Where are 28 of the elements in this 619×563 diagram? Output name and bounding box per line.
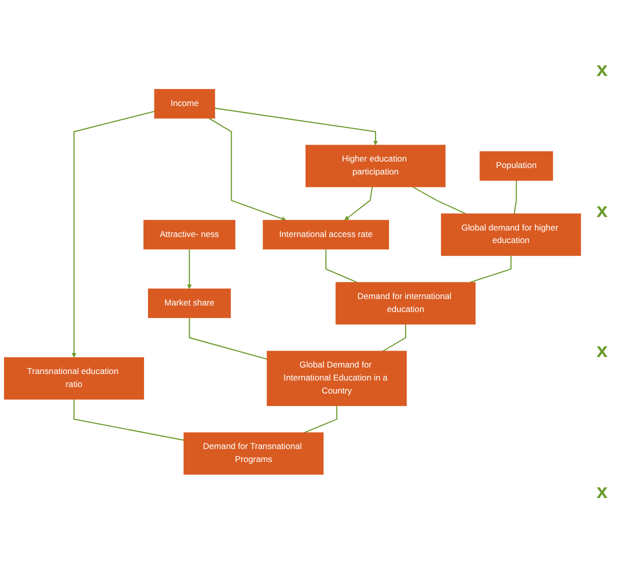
connector (304, 405, 338, 433)
node-box: International access rate (262, 220, 390, 250)
arrow (187, 248, 192, 289)
connector (74, 398, 184, 440)
arrow (72, 110, 155, 358)
arrow (208, 117, 286, 221)
node-box: Transnational education ratio (4, 356, 144, 400)
arrow (344, 186, 373, 220)
node-box: Attractive- ness (143, 220, 236, 250)
node-box: Global Demand for International Education in a Country (266, 350, 407, 406)
connector (412, 186, 466, 214)
connector (470, 255, 512, 283)
node-box: Market share (148, 288, 231, 318)
multiply-sign: x (596, 200, 608, 223)
multiply-sign: x (596, 58, 608, 82)
connector (325, 248, 358, 283)
node-box: Population (480, 150, 553, 180)
node-box: Global demand for higher education (440, 213, 581, 256)
arrow (214, 107, 378, 145)
connector (514, 180, 517, 214)
node-box: Demand for Transnational Programs (184, 432, 324, 474)
node-box: Demand for international education (336, 282, 476, 324)
connector (188, 317, 268, 360)
connector (382, 324, 406, 352)
node-box: Income (154, 88, 216, 118)
multiply-sign: x (596, 340, 608, 364)
multiply-sign: x (596, 481, 608, 504)
node-box: Higher education participation (306, 144, 446, 187)
